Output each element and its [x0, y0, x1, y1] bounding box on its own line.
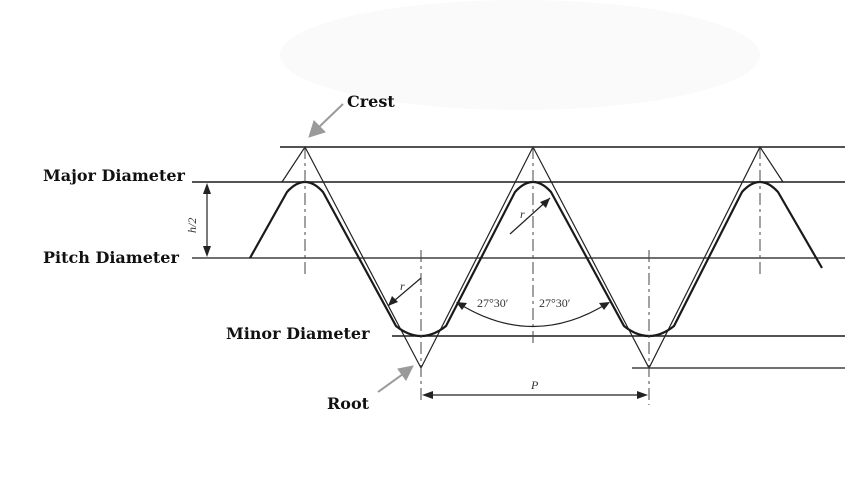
root-pointer-line [377, 373, 404, 393]
angle-arrow-left [456, 302, 467, 310]
flank-angle-arc [457, 302, 609, 327]
angle-label-left: 27°30′ [477, 296, 509, 310]
pitch-diameter-label: Pitch Diameter [43, 248, 179, 267]
root-label: Root [327, 394, 370, 413]
background-shading [280, 0, 760, 110]
crest-radius-arrow [540, 198, 550, 208]
half-height-arrow-top [203, 183, 211, 194]
pitch-arrow-right [637, 391, 648, 399]
root-radius-arrow [388, 296, 398, 306]
minor-diameter-label: Minor Diameter [226, 324, 370, 343]
major-diameter-label: Major Diameter [43, 166, 186, 185]
crest-pointer-arrow [308, 120, 326, 138]
pitch-arrow-left [422, 391, 433, 399]
angle-arrow-right [599, 302, 610, 310]
root-radius-label: r [400, 279, 405, 293]
angle-label-right: 27°30′ [539, 296, 571, 310]
root-pointer-arrow [397, 365, 414, 381]
crest-radius-label: r [520, 207, 525, 221]
half-height-arrow-bottom [203, 246, 211, 257]
crest-label: Crest [347, 92, 395, 111]
half-height-label: h/2 [185, 218, 199, 233]
pitch-label: P [530, 378, 539, 392]
crest-pointer-line [317, 103, 344, 129]
